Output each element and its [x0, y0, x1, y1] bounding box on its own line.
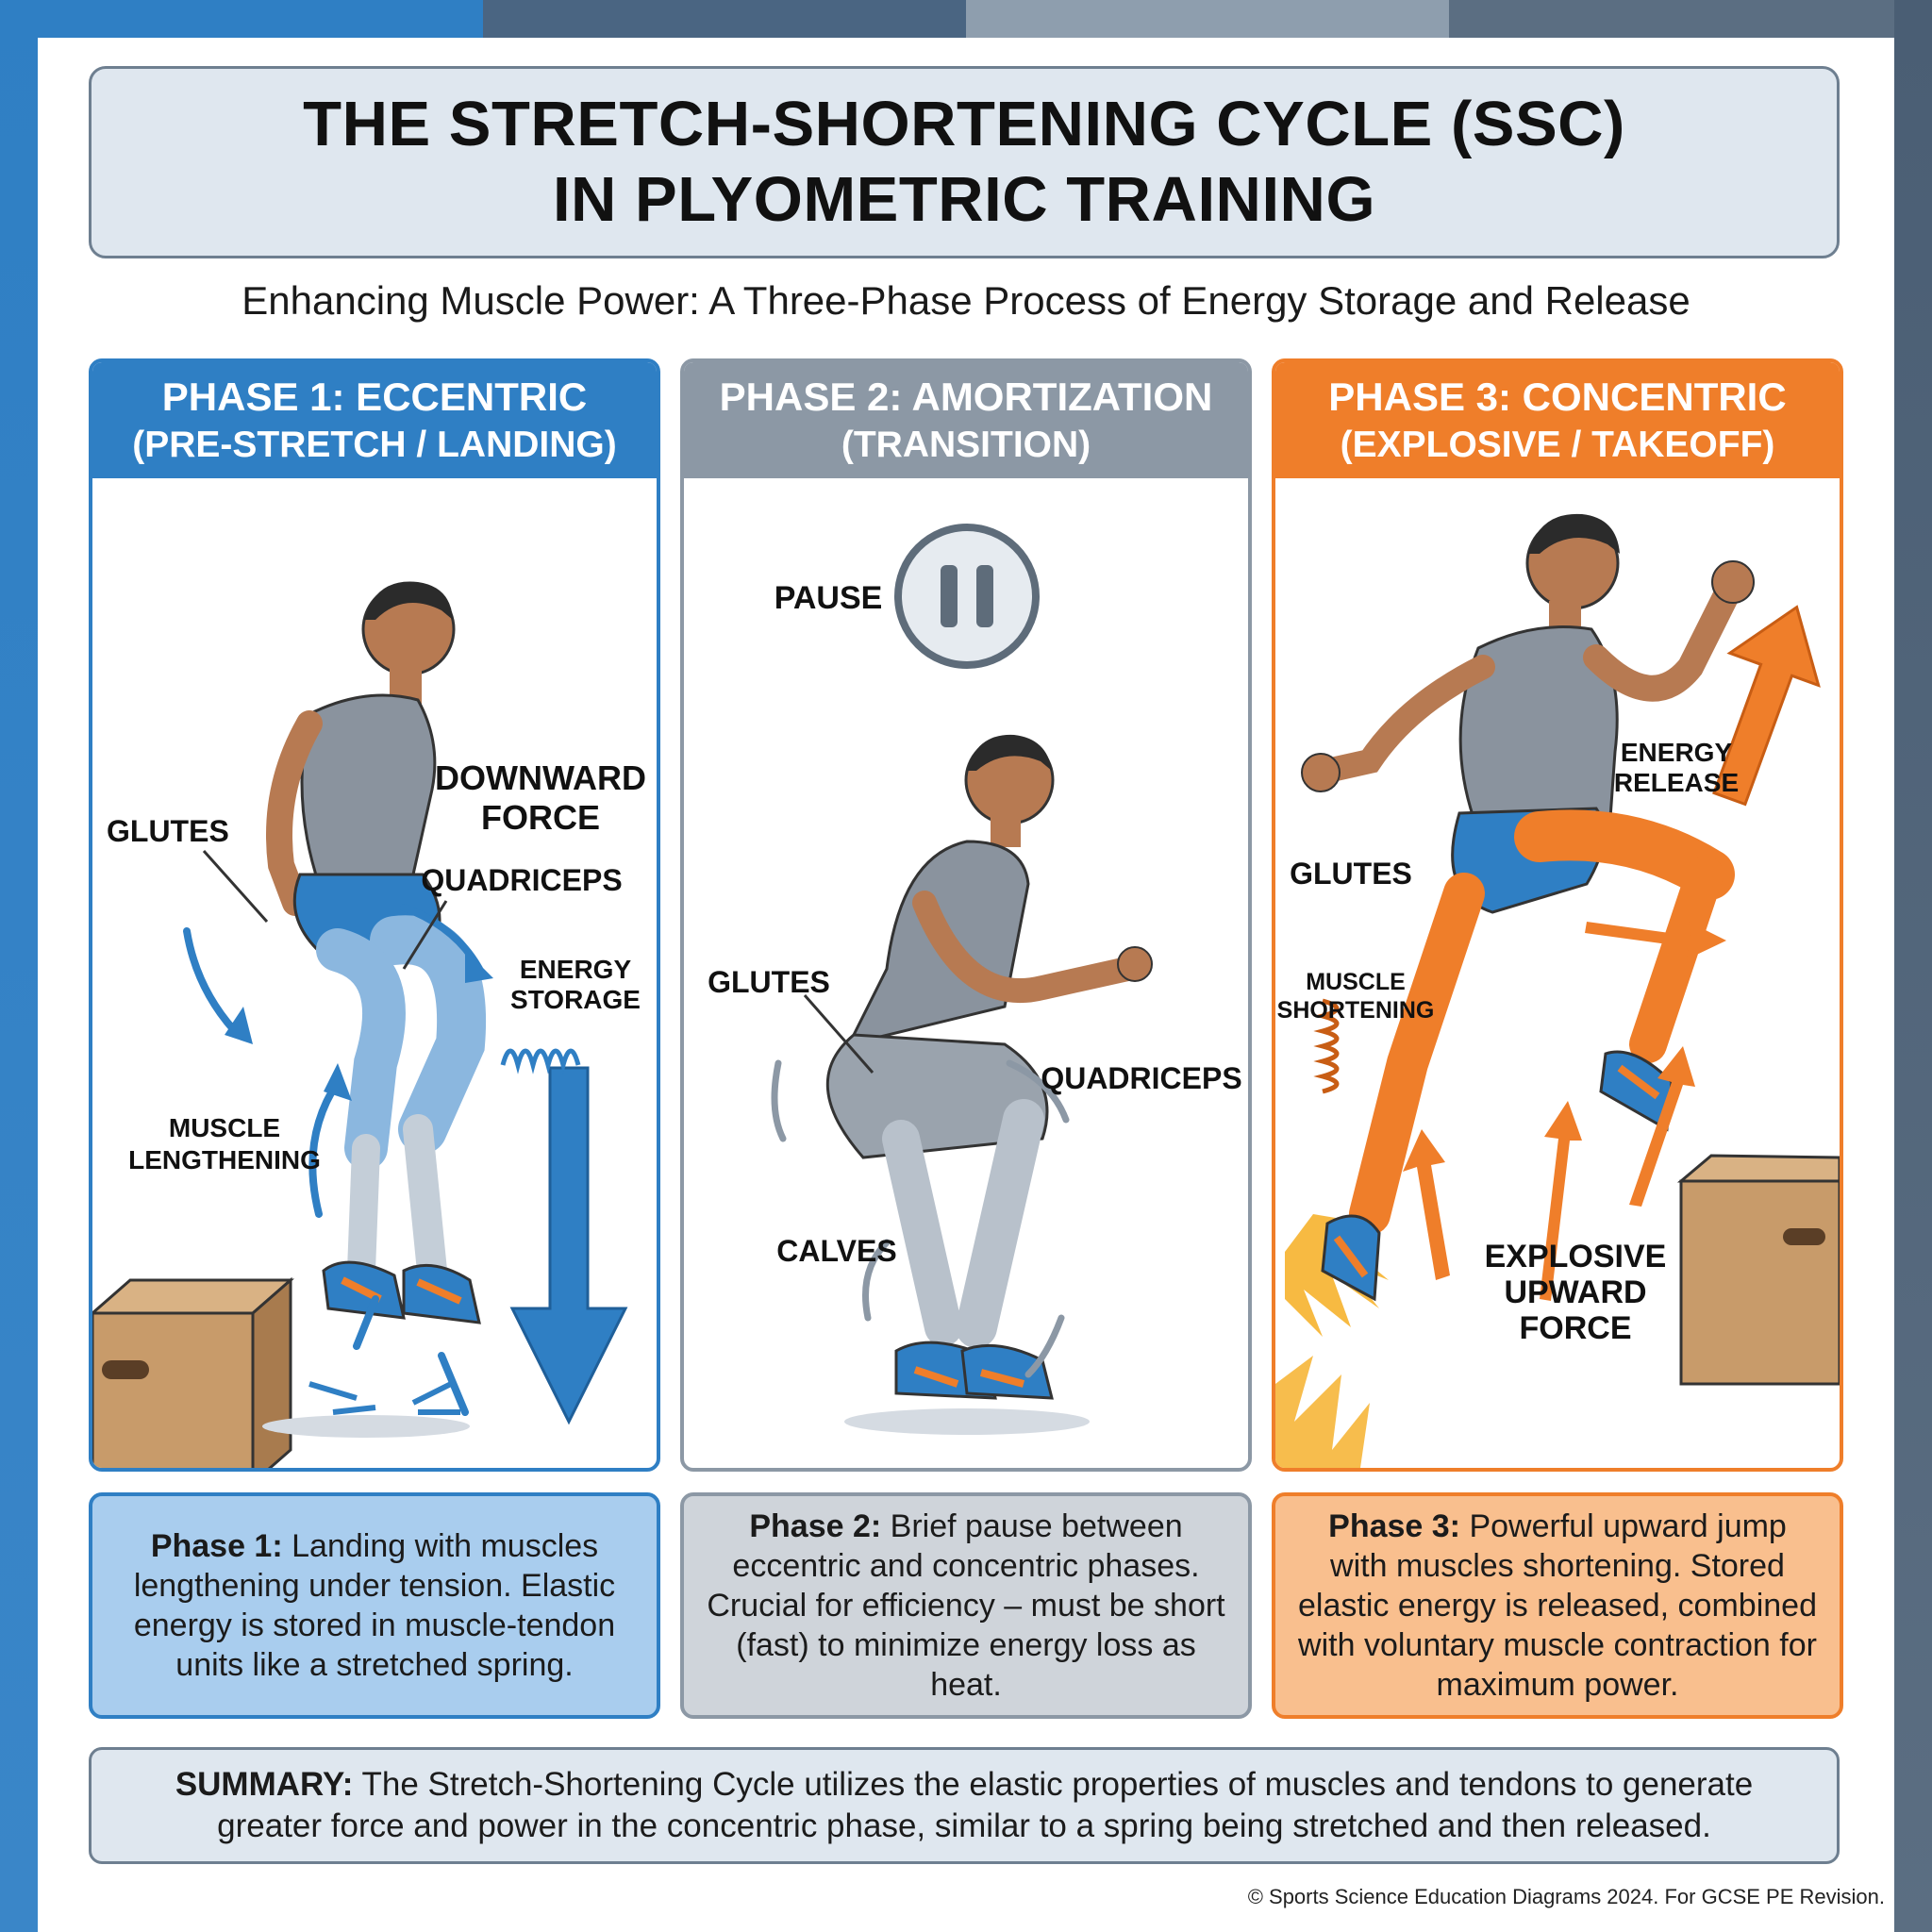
phase-2-subheading: (TRANSITION) — [841, 424, 1091, 465]
impact-lines-icon — [308, 1381, 460, 1415]
label-quadriceps: QUADRICEPS — [1041, 1061, 1241, 1095]
phase-3-panel: PHASE 3: CONCENTRIC (EXPLOSIVE / TAKEOFF… — [1272, 358, 1843, 1472]
label-energy-storage-1: ENERGY — [520, 955, 632, 984]
shortening-spring-icon — [1313, 998, 1340, 1094]
label-glutes: GLUTES — [708, 965, 830, 999]
copyright-notice: © Sports Science Education Diagrams 2024… — [1247, 1885, 1885, 1908]
label-calves: CALVES — [776, 1234, 896, 1268]
label-downward-force-1: DOWNWARD — [435, 758, 646, 797]
glutes-pointer — [803, 994, 874, 1074]
label-glutes: GLUTES — [1290, 857, 1412, 891]
phase-2-illustration: PAUSE GL — [708, 524, 1242, 1435]
arrow-head-icon — [324, 1063, 352, 1101]
phase-1-illustration: GLUTES DOWNWARD FORCE QUADRICEPS ENERGY … — [92, 581, 646, 1468]
left-frame-bar — [0, 0, 38, 1932]
downward-arrows-icon — [183, 904, 483, 1416]
infographic-canvas: THE STRETCH-SHORTENING CYCLE (SSC) IN PL… — [38, 38, 1894, 1932]
summary-label: SUMMARY: — [175, 1766, 354, 1803]
title-line-2: IN PLYOMETRIC TRAINING — [552, 164, 1376, 235]
phase-3-header: PHASE 3: CONCENTRIC (EXPLOSIVE / TAKEOFF… — [1275, 362, 1840, 478]
phase-1-header: PHASE 1: ECCENTRIC (PRE-STRETCH / LANDIN… — [92, 362, 657, 478]
phase-1-panel: PHASE 1: ECCENTRIC (PRE-STRETCH / LANDIN… — [89, 358, 660, 1472]
athlete-landing-figure — [266, 581, 487, 1324]
bidirectional-arrows-icon — [771, 1059, 1070, 1378]
shadow — [262, 1415, 470, 1438]
subtitle: Enhancing Muscle Power: A Three-Phase Pr… — [242, 278, 1690, 323]
glutes-pointer — [202, 850, 269, 923]
plyo-box-icon — [1676, 1154, 1840, 1386]
label-quadriceps: QUADRICEPS — [421, 863, 622, 897]
right-frame-bar — [1894, 0, 1932, 1932]
top-frame-bar — [0, 0, 1932, 38]
pause-icon — [894, 524, 1040, 669]
label-explosive-3: FORCE — [1520, 1310, 1632, 1346]
phase-3-desc-text: Powerful upward jump with muscles shorte… — [1298, 1508, 1817, 1703]
phase-2-desc-text: Brief pause between eccentric and concen… — [707, 1508, 1225, 1703]
phase-2-desc-title: Phase 2: — [749, 1508, 882, 1544]
label-downward-force-2: FORCE — [481, 798, 600, 837]
label-muscle-lengthening-1: MUSCLE — [169, 1113, 280, 1142]
label-energy-release-2: RELEASE — [1614, 768, 1739, 797]
label-energy-release-1: ENERGY — [1621, 738, 1733, 767]
title-line-1: THE STRETCH-SHORTENING CYCLE (SSC) — [303, 89, 1625, 159]
big-downward-arrow-icon — [509, 1066, 628, 1425]
label-muscle-shortening-1: MUSCLE — [1306, 969, 1406, 995]
phase-3-desc-title: Phase 3: — [1328, 1508, 1460, 1544]
quadriceps-pointer — [402, 900, 448, 970]
phase-2-panel: PHASE 2: AMORTIZATION (TRANSITION) PAUSE — [680, 358, 1252, 1472]
phase-2-description: Phase 2: Brief pause between eccentric a… — [680, 1492, 1252, 1719]
phase-3-description: Phase 3: Powerful upward jump with muscl… — [1272, 1492, 1843, 1719]
athlete-takeoff-figure — [1301, 513, 1755, 1302]
label-glutes: GLUTES — [107, 814, 229, 848]
energy-spring-icon — [500, 1048, 581, 1074]
phase-1-heading: PHASE 1: ECCENTRIC — [161, 374, 588, 419]
label-explosive-1: EXPLOSIVE — [1485, 1239, 1667, 1274]
shadow — [844, 1408, 1090, 1435]
phase-2-heading: PHASE 2: AMORTIZATION — [719, 374, 1213, 419]
phase-2-header: PHASE 2: AMORTIZATION (TRANSITION) — [684, 362, 1248, 478]
label-muscle-shortening-2: SHORTENING — [1277, 997, 1435, 1024]
arrow-head-icon — [465, 950, 493, 983]
phase-1-desc-title: Phase 1: — [150, 1528, 283, 1564]
arrow-head-icon — [225, 1007, 253, 1044]
phase-3-heading: PHASE 3: CONCENTRIC — [1328, 374, 1787, 419]
plyo-box-icon — [92, 1276, 294, 1468]
upward-arrows-icon — [1403, 605, 1821, 1301]
label-energy-storage-2: STORAGE — [510, 985, 641, 1014]
phase-1-subheading: (PRE-STRETCH / LANDING) — [132, 424, 617, 465]
label-explosive-2: UPWARD — [1504, 1274, 1646, 1310]
title-box: THE STRETCH-SHORTENING CYCLE (SSC) IN PL… — [89, 66, 1840, 258]
summary-text: The Stretch-Shortening Cycle utilizes th… — [217, 1766, 1754, 1844]
summary-box: SUMMARY: The Stretch-Shortening Cycle ut… — [89, 1747, 1840, 1864]
label-pause: PAUSE — [774, 580, 883, 616]
phase-1-desc-text: Landing with muscles lengthening under t… — [133, 1528, 616, 1683]
phase-1-description: Phase 1: Landing with muscles lengthenin… — [89, 1492, 660, 1719]
phase-3-illustration: ENERGY RELEASE GLUTES MUSCLE SHORTENING … — [1275, 513, 1840, 1468]
label-muscle-lengthening-2: LENGTHENING — [128, 1145, 321, 1174]
phase-3-subheading: (EXPLOSIVE / TAKEOFF) — [1340, 424, 1775, 465]
athlete-squat-figure — [825, 734, 1153, 1400]
